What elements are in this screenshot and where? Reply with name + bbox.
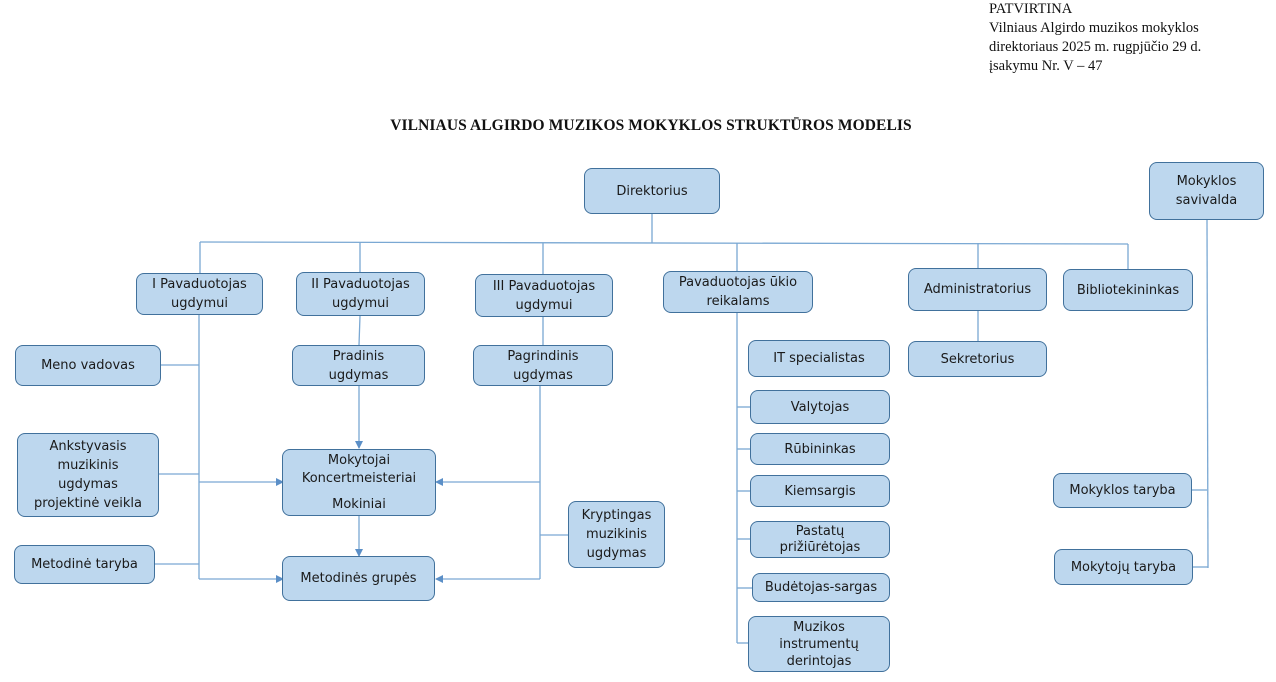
- node-label: II Pavaduotojas: [311, 277, 410, 292]
- node-pavaduotojas-1: I Pavaduotojas ugdymui: [136, 273, 263, 315]
- node-label: ugdymui: [332, 296, 389, 311]
- node-metodines-grupes: Metodinės grupės: [282, 556, 435, 601]
- node-label: Pastatų: [795, 523, 845, 539]
- node-label: III Pavaduotojas: [492, 278, 596, 294]
- node-metodine-taryba: Metodinė taryba: [14, 545, 155, 584]
- node-label: Metodinės grupės: [300, 571, 417, 586]
- node-label: Kiemsargis: [784, 483, 856, 499]
- node-label: projektinė veikla: [34, 496, 142, 511]
- node-mokytoju-taryba: Mokytojų taryba: [1054, 549, 1193, 585]
- node-administratorius: Administratorius: [908, 268, 1047, 311]
- node-sekretorius: Sekretorius: [908, 341, 1047, 377]
- node-ankstyvasis-ugdymas: Ankstyvasis muzikinis ugdymas projektinė…: [17, 433, 159, 517]
- node-rubininkas: Rūbininkas: [750, 433, 890, 465]
- node-pavaduotojas-ukio: Pavaduotojas ūkio reikalams: [663, 271, 813, 313]
- node-kryptingas-ugdymas: Kryptingas muzikinis ugdymas: [568, 501, 665, 568]
- connector: [1206, 219, 1209, 569]
- node-label: Pavaduotojas ūkio: [678, 275, 798, 290]
- connector: [358, 315, 361, 346]
- node-direktorius: Direktorius: [584, 168, 720, 214]
- node-label: Budėtojas-sargas: [764, 580, 878, 595]
- node-label: Mokytojų taryba: [1070, 559, 1177, 575]
- connector-bus: [199, 241, 1129, 245]
- approval-line: Vilniaus Algirdo muzikos mokyklos: [989, 20, 1199, 36]
- node-pavaduotojas-3: III Pavaduotojas ugdymui: [475, 274, 613, 317]
- node-label: ugdymui: [515, 297, 573, 313]
- node-mokyklos-taryba: Mokyklos taryba: [1053, 473, 1192, 508]
- node-label: Sekretorius: [940, 351, 1015, 367]
- node-label: Valytojas: [790, 399, 850, 415]
- node-it-specialistas: IT specialistas: [748, 340, 890, 377]
- node-label: Mokytojai: [327, 452, 391, 468]
- node-pavaduotojas-2: II Pavaduotojas ugdymui: [296, 272, 425, 316]
- node-label: Muzikos: [793, 619, 845, 635]
- node-label: ugdymui: [171, 296, 228, 311]
- node-label: ugdymas: [513, 367, 573, 383]
- node-label: Pradinis: [332, 348, 385, 364]
- node-label: ugdymas: [328, 367, 389, 383]
- node-pagrindinis-ugdymas: Pagrindinis ugdymas: [473, 345, 613, 386]
- node-mokyklos-savivalda: Mokyklos savivalda: [1149, 162, 1264, 220]
- node-label: savivalda: [1175, 193, 1238, 208]
- node-label: Direktorius: [616, 183, 688, 199]
- node-label: Mokyklos taryba: [1069, 483, 1176, 498]
- node-label: derintojas: [786, 653, 852, 669]
- node-label: muzikinis: [57, 458, 119, 473]
- page-title: VILNIAUS ALGIRDO MUZIKOS MOKYKLOS STRUKT…: [390, 117, 912, 134]
- node-label: Mokyklos: [1176, 174, 1237, 189]
- approval-line: įsakymu Nr. V – 47: [989, 58, 1103, 74]
- node-label: Meno vadovas: [41, 358, 135, 373]
- approval-block: PATVIRTINA Vilniaus Algirdo muzikos moky…: [989, 0, 1201, 76]
- node-kiemsargis: Kiemsargis: [750, 475, 890, 507]
- node-label: instrumentų: [779, 636, 859, 652]
- node-label: Bibliotekininkas: [1076, 282, 1180, 298]
- node-label: IT specialistas: [773, 351, 865, 366]
- node-label: prižiūrėtojas: [779, 539, 861, 555]
- node-bibliotekininkas: Bibliotekininkas: [1063, 269, 1193, 311]
- node-pastatu-priziuretojas: Pastatų prižiūrėtojas: [750, 521, 890, 558]
- approval-line: direktoriaus 2025 m. rugpjūčio 29 d.: [989, 39, 1202, 55]
- node-label: Mokiniai: [332, 496, 386, 512]
- node-label: Rūbininkas: [784, 441, 856, 457]
- node-mokytojai-koncertmeisteriai-mokiniai: Mokytojai Koncertmeisteriai Mokiniai: [282, 449, 436, 516]
- node-budetojas-sargas: Budėtojas-sargas: [752, 573, 890, 602]
- node-label: Metodinė taryba: [31, 557, 138, 572]
- node-pradinis-ugdymas: Pradinis ugdymas: [292, 345, 425, 386]
- node-label: I Pavaduotojas: [152, 277, 247, 292]
- node-label: Kryptingas: [581, 508, 652, 523]
- node-meno-vadovas: Meno vadovas: [15, 345, 161, 386]
- approval-line: PATVIRTINA: [989, 1, 1073, 17]
- node-label: ugdymas: [58, 477, 118, 492]
- node-label: ugdymas: [586, 546, 647, 561]
- node-label: reikalams: [706, 294, 770, 309]
- node-label: Koncertmeisteriai: [301, 470, 417, 486]
- node-instrumentu-derintojas: Muzikos instrumentų derintojas: [748, 616, 890, 672]
- node-label: Pagrindinis: [507, 348, 579, 364]
- node-label: Ankstyvasis: [49, 439, 127, 454]
- node-label: muzikinis: [585, 527, 648, 542]
- node-valytojas: Valytojas: [750, 390, 890, 424]
- node-label: Administratorius: [923, 282, 1032, 297]
